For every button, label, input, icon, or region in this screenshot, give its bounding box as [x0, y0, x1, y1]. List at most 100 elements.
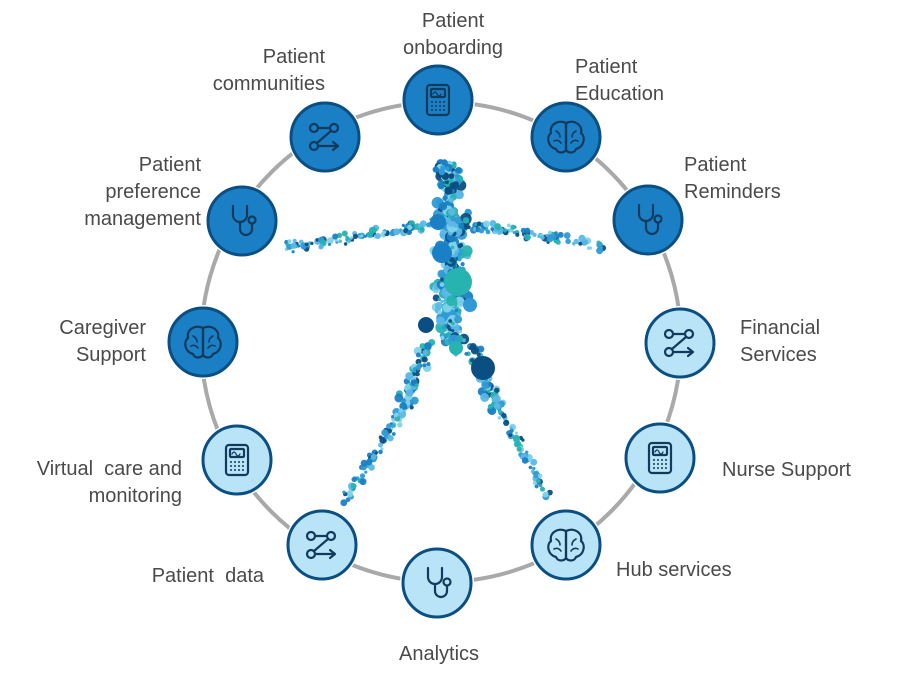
figure-dot	[304, 242, 309, 247]
figure-dot	[409, 405, 414, 410]
node-patient-onboarding	[401, 63, 475, 137]
figure-dot	[565, 238, 571, 245]
figure-dot	[360, 459, 368, 467]
figure-dot	[485, 229, 491, 235]
figure-dot	[582, 239, 589, 246]
label-line: Analytics	[398, 643, 480, 665]
figure-dot	[521, 457, 529, 464]
figure-dot	[444, 268, 472, 296]
figure-dot	[532, 480, 537, 485]
label-line: monitoring	[88, 485, 182, 507]
figure-dot	[403, 227, 409, 234]
figure-dot	[387, 434, 392, 439]
figure-dot	[551, 234, 557, 240]
figure-dot	[447, 220, 455, 227]
figure-dot	[398, 408, 404, 413]
figure-dot	[444, 187, 452, 195]
figure-dot	[386, 423, 392, 429]
brain-icon	[547, 120, 585, 154]
figure-dot	[510, 224, 516, 230]
figure-dot	[451, 163, 457, 169]
figure-dot	[359, 473, 366, 479]
figure-dot	[554, 231, 558, 235]
stethoscope-icon	[231, 204, 257, 237]
figure-dot	[514, 431, 518, 435]
figure-dot	[397, 422, 403, 428]
figure-dot	[490, 227, 495, 232]
figure-dot	[458, 243, 464, 248]
figure-dot	[470, 346, 479, 355]
figure-dot	[378, 435, 383, 440]
figure-dot	[345, 235, 349, 240]
figure-dot	[346, 490, 354, 498]
figure-dot	[382, 230, 387, 235]
workflow-icon	[308, 122, 340, 152]
figure-dot	[454, 315, 463, 324]
figure-dot	[508, 433, 513, 437]
figure-dot	[440, 299, 444, 304]
figure-dot	[365, 458, 373, 466]
node-patient-data	[285, 508, 359, 582]
figure-dot	[460, 262, 465, 267]
figure-dot	[341, 230, 348, 237]
figure-dot	[285, 243, 289, 247]
figure-dot	[530, 458, 538, 466]
figure-dot	[528, 465, 533, 470]
figure-dot	[407, 230, 412, 235]
figure-dot	[394, 393, 404, 403]
figure-dot	[503, 419, 510, 426]
figure-dot	[359, 478, 367, 486]
figure-dot	[441, 159, 448, 166]
node-patient-education	[529, 100, 603, 174]
figure-dot	[471, 356, 495, 380]
node-preference-management	[205, 184, 279, 258]
node-label-hub-services: Hub services	[616, 557, 732, 584]
figure-dot	[426, 362, 431, 366]
figure-dot	[368, 464, 375, 471]
figure-dot	[503, 228, 508, 233]
figure-dot	[374, 451, 378, 455]
figure-dot	[547, 230, 553, 235]
figure-dot	[444, 334, 449, 338]
label-line: Patient	[684, 154, 747, 176]
label-line: Hub services	[616, 559, 732, 581]
figure-dot	[512, 231, 516, 234]
node-patient-reminders	[611, 183, 685, 257]
label-line: Patient	[138, 154, 201, 176]
label-line: Patient data	[151, 565, 264, 587]
stethoscope-icon	[426, 566, 452, 599]
figure-dot	[448, 197, 454, 203]
label-line: Caregiver	[59, 317, 146, 339]
figure-dot	[534, 484, 539, 489]
figure-dot	[366, 231, 374, 238]
figure-dot	[454, 216, 462, 224]
figure-dot	[422, 349, 429, 356]
figure-dot	[421, 356, 428, 363]
figure-dot	[292, 238, 297, 243]
figure-dot	[442, 326, 446, 330]
figure-dot	[378, 442, 383, 448]
label-line: communities	[212, 73, 325, 95]
figure-dot	[572, 242, 576, 245]
label-line: Patient	[262, 46, 325, 68]
label-line: Nurse Support	[722, 459, 851, 481]
figure-dot	[445, 166, 450, 171]
figure-dot	[463, 298, 477, 312]
figure-dot	[328, 243, 331, 246]
label-line: onboarding	[402, 37, 504, 59]
brain-icon	[547, 528, 585, 562]
node-virtual-care	[200, 423, 274, 497]
figure-dot	[350, 483, 357, 489]
figure-dot	[547, 234, 553, 240]
figure-dot	[450, 245, 455, 250]
label-line: Patient	[575, 56, 638, 78]
figure-dot	[487, 404, 493, 409]
figure-dot	[464, 352, 469, 356]
figure-dot	[578, 241, 583, 246]
figure-dot	[360, 234, 364, 238]
figure-dot	[391, 432, 396, 436]
